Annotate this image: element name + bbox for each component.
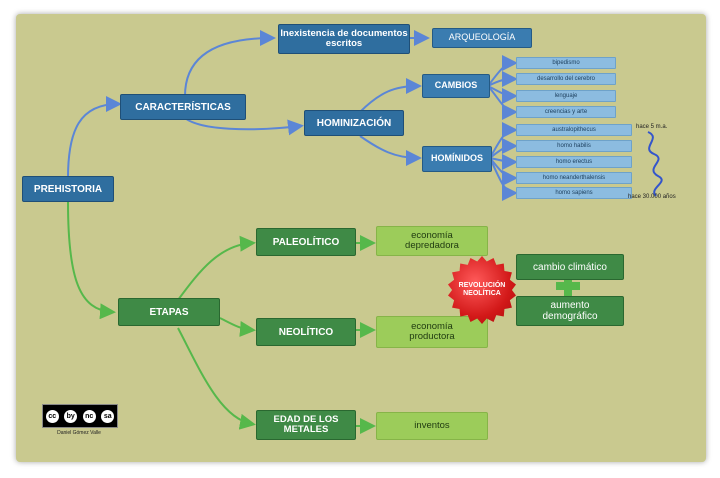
leaf-cambios-0: bipedismo — [516, 57, 616, 69]
creative-commons-icon: cc by nc sa — [42, 404, 118, 428]
revolucion-label: REVOLUCIÓN NEOLÍTICA — [458, 282, 506, 297]
node-prehistoria: PREHISTORIA — [22, 176, 114, 202]
license-badge: cc by nc sa Daniel Gómez Valle — [42, 404, 118, 446]
time-start-label: hace 5 m.a. — [636, 124, 668, 130]
leaf-hominidos-3: homo neanderthalensis — [516, 172, 632, 184]
node-hominizacion: HOMINIZACIÓN — [304, 110, 404, 136]
node-caracteristicas: CARACTERÍSTICAS — [120, 94, 246, 120]
license-author: Daniel Gómez Valle — [57, 430, 101, 436]
cc-letter: cc — [45, 409, 59, 423]
node-cambio-climatico: cambio climático — [516, 254, 624, 280]
node-etapas: ETAPAS — [118, 298, 220, 326]
nc-letter: nc — [82, 409, 96, 423]
leaf-cambios-1: desarrollo del cerebro — [516, 73, 616, 85]
node-arqueologia: ARQUEOLOGÍA — [432, 28, 532, 48]
wavy-line-icon — [647, 131, 663, 197]
leaf-hominidos-0: australopithecus — [516, 124, 632, 136]
node-aumento-demografico: aumento demográfico — [516, 296, 624, 326]
node-documentos: Inexistencia de documentos escritos — [278, 24, 410, 54]
leaf-cambios-2: lenguaje — [516, 90, 616, 102]
node-cambios: CAMBIOS — [422, 74, 490, 98]
leaf-cambios-3: creencias y arte — [516, 106, 616, 118]
by-letter: by — [64, 409, 78, 423]
leaf-hominidos-1: homo habilis — [516, 140, 632, 152]
node-neolitico: NEOLÍTICO — [256, 318, 356, 346]
node-economia-productora: economía productora — [376, 316, 488, 348]
node-paleolitico: PALEOLÍTICO — [256, 228, 356, 256]
leaf-hominidos-4: homo sapiens — [516, 187, 632, 199]
node-inventos: inventos — [376, 412, 488, 440]
leaf-hominidos-2: homo erectus — [516, 156, 632, 168]
node-hominidos: HOMÍNIDOS — [422, 146, 492, 172]
sa-letter: sa — [101, 409, 115, 423]
time-end-label: hace 30.000 años — [628, 194, 676, 200]
plus-icon — [556, 274, 580, 298]
node-economia-depredadora: economía depredadora — [376, 226, 488, 256]
node-metales: EDAD DE LOS METALES — [256, 410, 356, 440]
